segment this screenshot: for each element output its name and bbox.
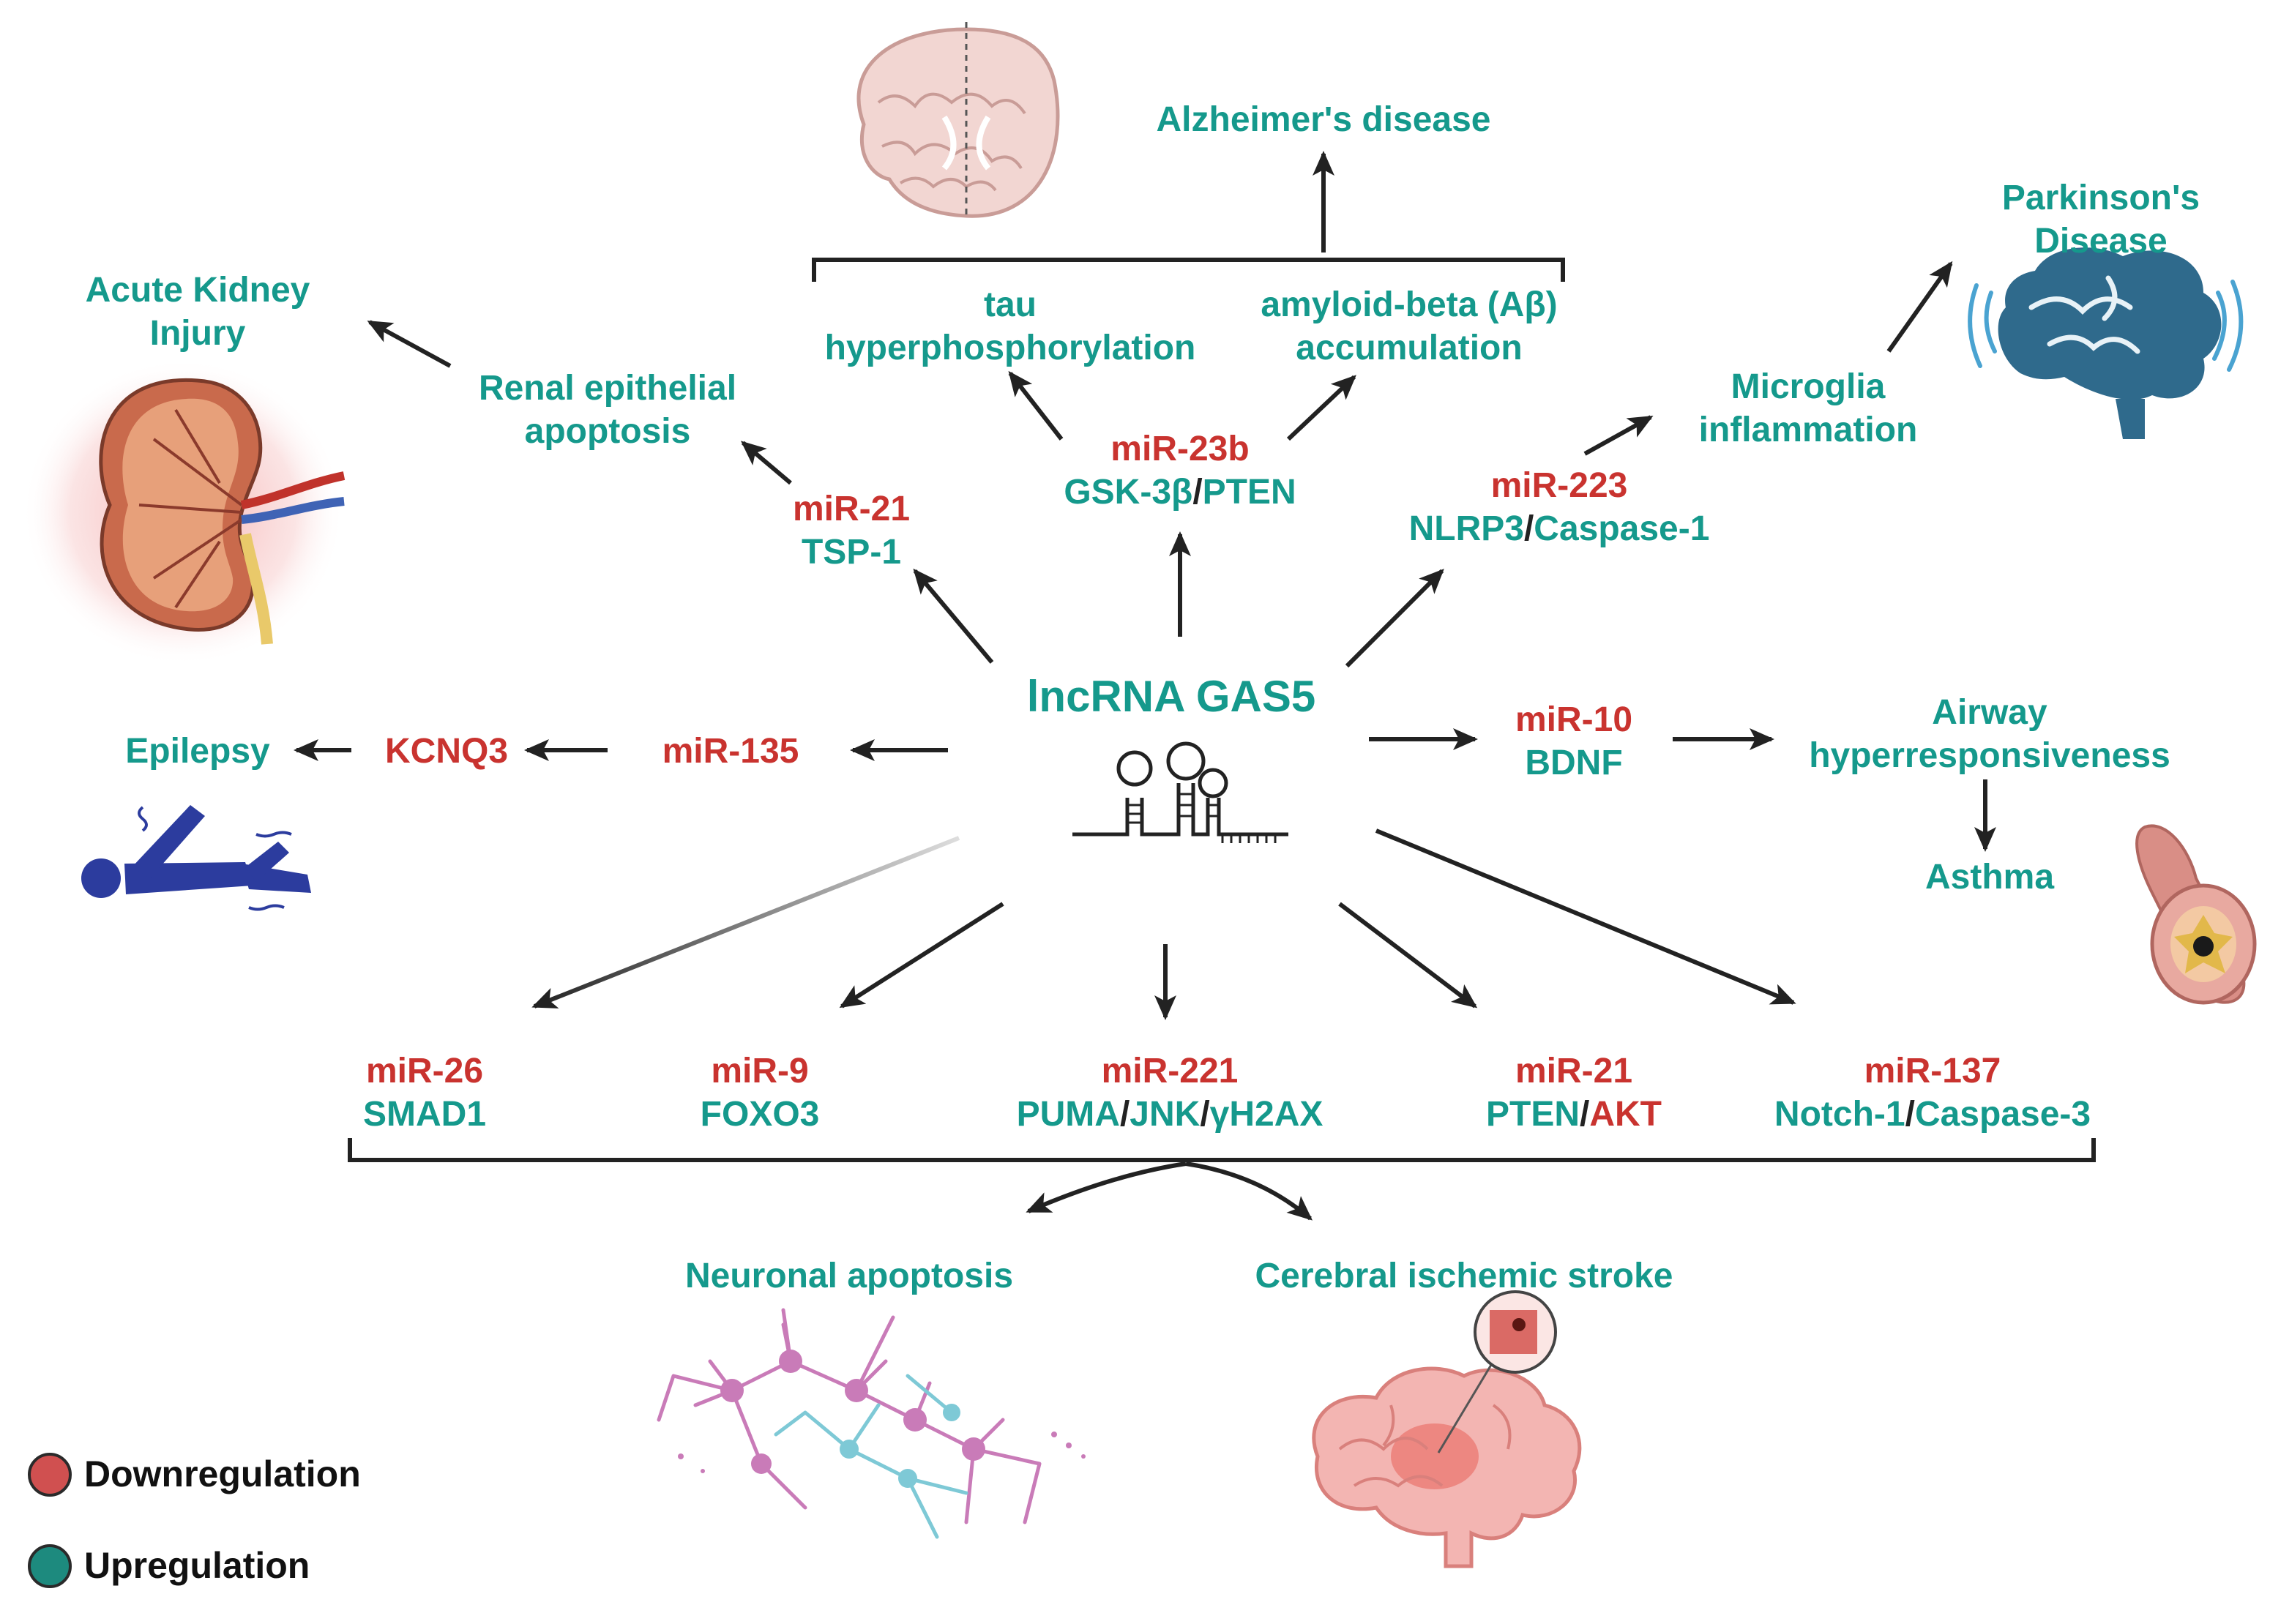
aki-disease-label: Acute Kidney Injury <box>86 269 310 355</box>
pten-bottom-label: PTEN <box>1485 1094 1580 1134</box>
mir9-label: miR-9 <box>711 1052 809 1090</box>
microglia-outcome-label: Microglia inflammation <box>1699 366 1918 452</box>
airway-line1: Airway <box>1932 693 2047 732</box>
arrow-curve-to-stroke <box>1185 1161 1313 1221</box>
arrow-center-to-mir137 <box>1375 828 1796 1005</box>
mir21-top-node: miR-21 TSP-1 <box>793 488 910 574</box>
tau-line2: hyperphosphorylation <box>824 328 1196 367</box>
epilepsy-disease-label: Epilepsy <box>125 732 270 771</box>
legend-down-label: Downregulation <box>84 1453 361 1494</box>
cerebral-stroke-label: Cerebral ischemic stroke <box>1255 1257 1673 1295</box>
arrow-mir23b-to-tau <box>1008 370 1064 441</box>
separator: / <box>1200 1094 1210 1134</box>
arrow-center-to-mir21-bottom <box>1338 902 1478 1009</box>
brackets <box>348 258 2096 1162</box>
legend-up-dot <box>28 1544 72 1588</box>
brain-section-icon <box>856 22 1060 218</box>
seizure-person-icon <box>81 805 311 911</box>
parkinsons-disease-label: Parkinson's Disease <box>2002 177 2200 263</box>
mir223-node: miR-223 NLRP3/Caspase-1 <box>1409 465 1710 550</box>
parkinson-brain-icon <box>1968 247 2244 439</box>
mir221-label: miR-221 <box>1101 1052 1239 1090</box>
smad1-label: SMAD1 <box>362 1094 487 1134</box>
amyloid-line2: accumulation <box>1296 328 1523 367</box>
tau-line1: tau <box>983 285 1037 324</box>
alzheimers-disease-label: Alzheimer's disease <box>1156 100 1491 139</box>
arrow-microglia-to-parkinsons <box>1886 261 1953 353</box>
mir135-label: miR-135 <box>662 732 799 771</box>
bottom-item-mir26: miR-26 SMAD1 <box>363 1050 486 1136</box>
mir21-bottom-label: miR-21 <box>1515 1052 1633 1090</box>
renal-line1: Renal epithelial <box>478 369 737 408</box>
separator: / <box>1905 1094 1915 1134</box>
arrow-center-to-mir21-top <box>913 568 994 664</box>
bottom-item-mir21: miR-21 PTEN/AKT <box>1486 1050 1662 1136</box>
aki-line1: Acute Kidney <box>85 271 310 310</box>
mir26-label: miR-26 <box>365 1052 484 1090</box>
mir23b-node: miR-23b GSK-3β/PTEN <box>1064 428 1296 514</box>
kcnq3-label: KCNQ3 <box>384 732 509 771</box>
bdnf-label: BDNF <box>1525 743 1623 782</box>
arrow-mir21-to-renal <box>740 441 792 485</box>
mir10-node: miR-10 BDNF <box>1515 699 1632 785</box>
aki-line2: Injury <box>149 313 246 353</box>
neurons-icon <box>657 1308 1086 1539</box>
mir21-top-label: miR-21 <box>792 490 911 528</box>
caspase1-label: Caspase-1 <box>1534 509 1710 548</box>
bottom-bracket <box>348 1138 2096 1162</box>
parkinsons-line1: Parkinson's <box>2001 179 2200 217</box>
center-title: lncRNA GAS5 <box>1026 672 1316 721</box>
stroke-brain-icon <box>1312 1290 1582 1568</box>
gsk3b-label: GSK-3β <box>1064 472 1193 512</box>
amyloid-line1: amyloid-beta (Aβ) <box>1261 285 1558 324</box>
arrow-curve-to-neuronal <box>1026 1161 1187 1213</box>
microglia-line1: Microglia <box>1730 367 1886 406</box>
separator: / <box>1523 509 1534 548</box>
arrows <box>294 151 1996 1221</box>
akt-label: AKT <box>1589 1094 1662 1134</box>
mir223-label: miR-223 <box>1490 466 1628 505</box>
pten-label: PTEN <box>1202 472 1296 512</box>
jnk-label: JNK <box>1130 1094 1201 1134</box>
airway-line2: hyperresponsiveness <box>1809 736 2170 775</box>
rna-hairpin-icon <box>1072 741 1288 843</box>
arrow-center-to-mir26 <box>531 836 960 1009</box>
airway-icon <box>2135 824 2257 1005</box>
airway-outcome-label: Airway hyperresponsiveness <box>1809 692 2170 777</box>
bottom-item-mir9: miR-9 FOXO3 <box>701 1050 820 1136</box>
separator: / <box>1580 1094 1590 1134</box>
neuronal-apoptosis-label: Neuronal apoptosis <box>684 1257 1014 1295</box>
mir137-label: miR-137 <box>1864 1052 2001 1090</box>
separator: / <box>1192 472 1203 512</box>
arrow-mir223-to-microglia <box>1583 415 1654 456</box>
foxo3-label: FOXO3 <box>700 1094 820 1134</box>
arrow-mir23b-to-amyloid <box>1286 375 1356 441</box>
microglia-line2: inflammation <box>1698 410 1918 449</box>
mir10-label: miR-10 <box>1515 700 1633 739</box>
tau-outcome-label: tau hyperphosphorylation <box>825 284 1196 370</box>
kidney-icon <box>22 359 346 666</box>
bottom-item-mir221: miR-221 PUMA/JNK/γH2AX <box>1017 1050 1323 1136</box>
tsp1-label: TSP-1 <box>801 532 902 572</box>
asthma-disease-label: Asthma <box>1924 858 2055 897</box>
renal-line2: apoptosis <box>524 411 691 451</box>
gh2ax-label: γH2AX <box>1209 1094 1323 1134</box>
parkinsons-line2: Disease <box>2034 221 2168 261</box>
legend-down-dot <box>28 1453 72 1497</box>
arrow-center-to-mir9 <box>839 902 1004 1009</box>
arrow-renal-to-aki <box>367 320 452 368</box>
renal-outcome-label: Renal epithelial apoptosis <box>479 367 736 453</box>
arrow-center-to-mir223 <box>1345 569 1444 668</box>
bottom-item-mir137: miR-137 Notch-1/Caspase-3 <box>1774 1050 2091 1136</box>
puma-label: PUMA <box>1016 1094 1120 1134</box>
alzheimer-bracket <box>812 258 1565 282</box>
separator: / <box>1119 1094 1130 1134</box>
nlrp3-label: NLRP3 <box>1408 509 1524 548</box>
caspase3-label: Caspase-3 <box>1914 1094 2091 1134</box>
notch1-label: Notch-1 <box>1774 1094 1905 1134</box>
mir23b-label: miR-23b <box>1110 430 1250 468</box>
amyloid-outcome-label: amyloid-beta (Aβ) accumulation <box>1261 284 1557 370</box>
legend-up-label: Upregulation <box>84 1545 310 1586</box>
